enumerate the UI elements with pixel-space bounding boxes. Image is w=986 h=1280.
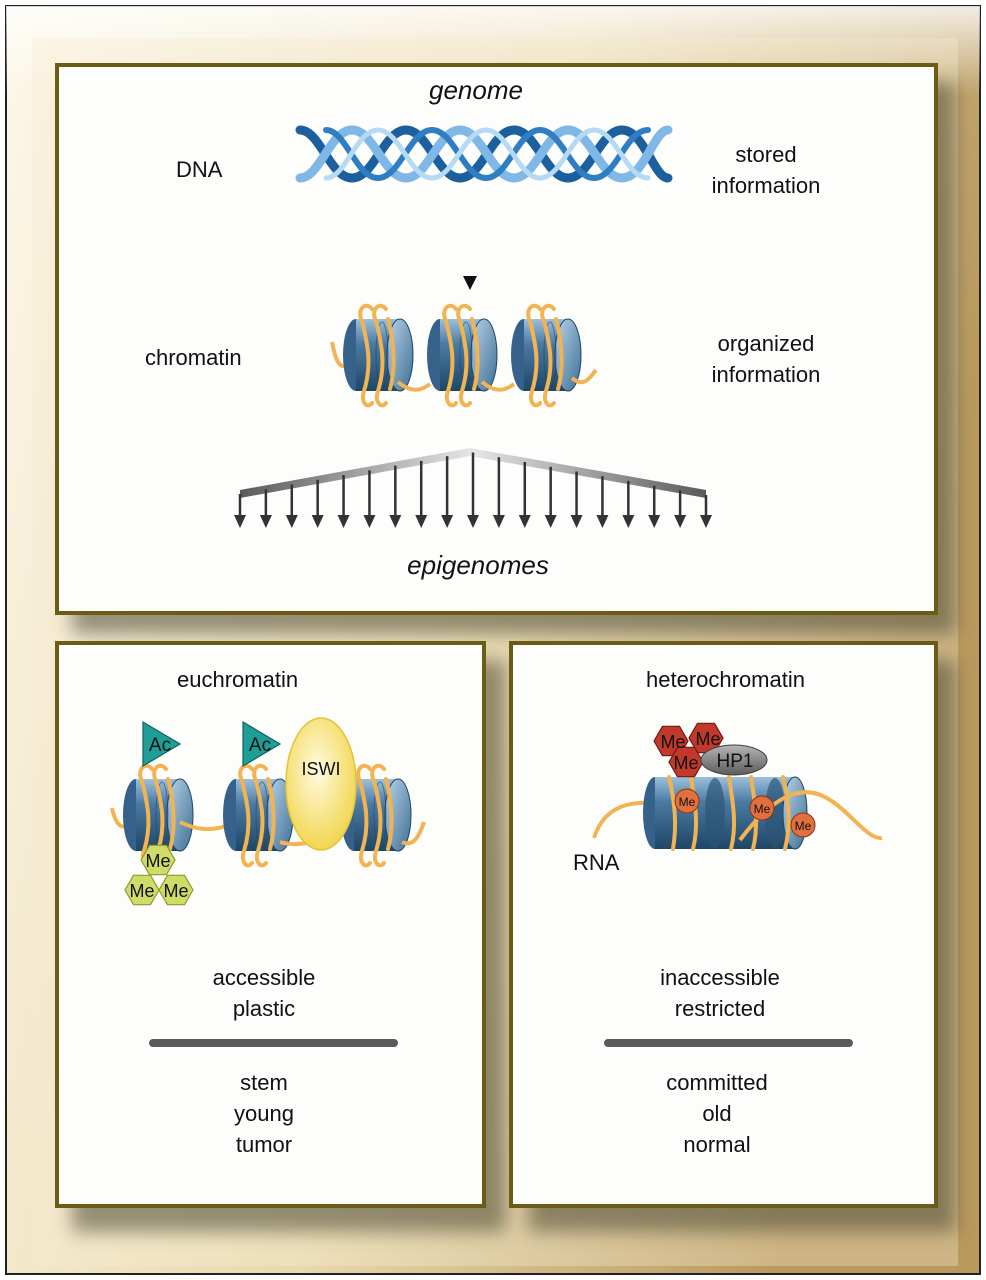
epigenome-arrowhead xyxy=(234,515,246,528)
acetyl-mark xyxy=(142,720,182,768)
epigenome-arrowhead xyxy=(467,515,479,528)
epigenome-arrowhead xyxy=(700,515,712,528)
dna-label: DNA xyxy=(176,157,223,182)
hp1-protein xyxy=(700,744,768,776)
methyl-label: Me xyxy=(129,881,154,901)
euchromatin-states: stem young tumor xyxy=(164,1067,364,1160)
epigenome-arrowhead xyxy=(259,515,272,528)
epigenome-arrowhead xyxy=(674,515,687,528)
iswi-remodeler xyxy=(285,717,357,851)
euchromatin-panel xyxy=(55,641,486,1208)
heterochromatin-panel xyxy=(509,641,938,1208)
state-stem: stem xyxy=(240,1070,288,1095)
epigenome-arrowhead xyxy=(570,515,583,528)
chromatin-label: chromatin xyxy=(145,345,242,370)
methyl-label: Me xyxy=(754,802,771,816)
epigenome-arrowhead xyxy=(622,515,635,528)
state-tumor: tumor xyxy=(235,1132,293,1157)
methyl-label: Me xyxy=(795,819,812,833)
genome-title: genome xyxy=(429,75,523,105)
euchromatin-properties: accessible plastic xyxy=(164,962,364,1024)
heterochromatin-title: heterochromatin xyxy=(646,667,805,692)
methyl-label: Me xyxy=(695,729,720,749)
epigenome-arrowhead xyxy=(363,515,376,528)
epigenome-arrowhead xyxy=(596,515,609,528)
property-plastic: plastic xyxy=(232,996,296,1021)
acetyl-label: Ac xyxy=(149,735,171,756)
stored-line-2: information xyxy=(711,173,821,198)
state-young: young xyxy=(234,1101,294,1126)
chromatin-fiber xyxy=(330,303,598,408)
methyl-label: Me xyxy=(673,753,698,773)
state-old: old xyxy=(702,1101,732,1126)
organized-line-1: organized xyxy=(717,331,815,356)
epigenome-arrowhead xyxy=(415,515,428,528)
epigenomes-label: epigenomes xyxy=(407,550,549,580)
epigenome-arrowhead xyxy=(389,515,402,528)
property-accessible: accessible xyxy=(212,965,316,990)
iswi-label: ISWI xyxy=(302,759,341,779)
rna-label: RNA xyxy=(573,850,620,875)
acetyl-mark xyxy=(242,720,282,768)
methyl-label: Me xyxy=(145,851,170,871)
epigenome-arrowhead xyxy=(544,515,557,528)
euchromatin-fiber xyxy=(110,717,426,906)
state-committed: committed xyxy=(666,1070,768,1095)
property-inaccessible: inaccessible xyxy=(660,965,780,990)
methyl-dot xyxy=(674,788,700,814)
methyl-label: Me xyxy=(679,795,696,809)
heterochromatin-fiber xyxy=(592,722,883,851)
hp1-label: HP1 xyxy=(717,751,754,772)
epigenome-arrowhead xyxy=(441,515,454,528)
property-restricted: restricted xyxy=(674,996,766,1021)
epigenome-arrowhead xyxy=(337,515,350,528)
heterochromatin-properties: inaccessible restricted xyxy=(620,962,820,1024)
methyl-dot xyxy=(749,795,775,821)
organized-information-label: organized information xyxy=(686,328,846,390)
methyl-label: Me xyxy=(660,732,685,752)
stored-line-1: stored xyxy=(735,142,797,167)
methyl-label: Me xyxy=(163,881,188,901)
acetyl-label: Ac xyxy=(249,735,271,756)
euchromatin-title: euchromatin xyxy=(177,667,299,692)
organized-line-2: information xyxy=(711,362,821,387)
epigenome-arrowhead xyxy=(285,515,298,528)
epigenome-arrowhead xyxy=(648,515,661,528)
epigenome-arrowhead xyxy=(311,515,324,528)
stored-information-label: stored information xyxy=(686,139,846,201)
dna-helix xyxy=(295,125,673,183)
heterochromatin-states: committed old normal xyxy=(617,1067,817,1160)
state-normal: normal xyxy=(683,1132,751,1157)
epigenome-arrowhead xyxy=(518,515,531,528)
epigenome-fan xyxy=(234,448,712,528)
epigenome-arrowhead xyxy=(492,515,505,528)
methyl-dot xyxy=(790,812,816,838)
